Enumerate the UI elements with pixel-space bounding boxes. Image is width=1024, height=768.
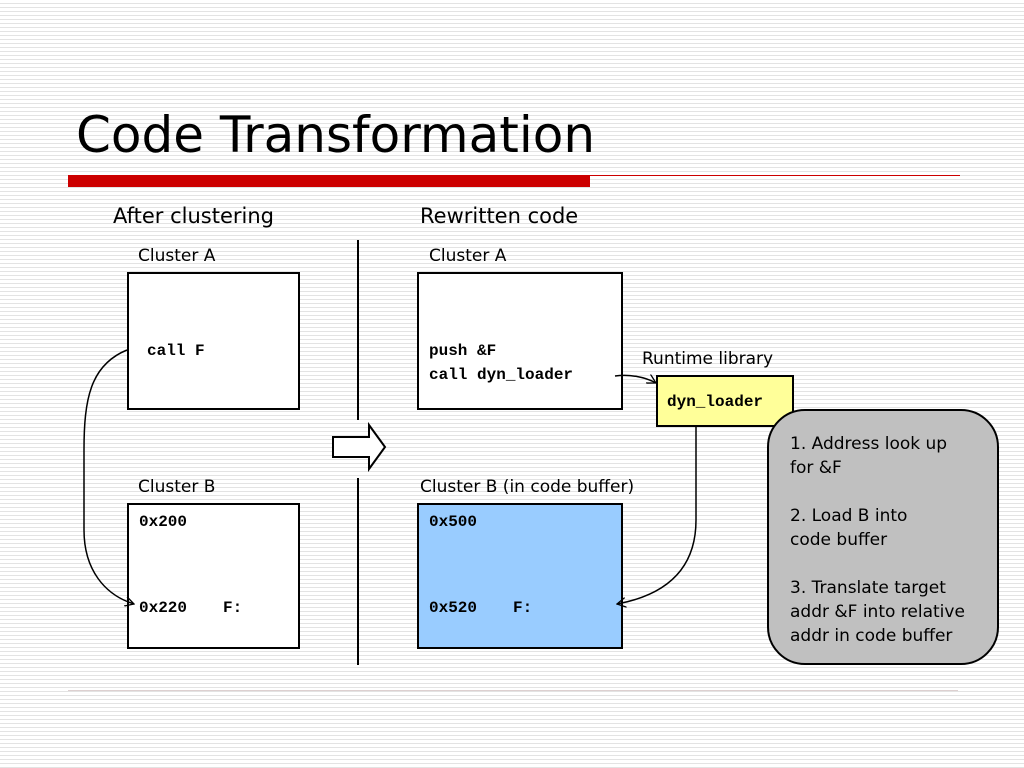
right-addr-start: 0x500 <box>429 513 478 531</box>
call-f-code: call F <box>147 342 205 360</box>
load-target-arrow <box>617 427 697 604</box>
left-addr-target: 0x220 <box>139 599 188 617</box>
left-cluster-a-label: Cluster A <box>138 246 216 266</box>
right-cluster-a-box: push &F call dyn_loader <box>417 272 623 410</box>
title-underline-rule <box>590 175 960 176</box>
right-addr-target: 0x520 <box>429 599 478 617</box>
push-f-code: push &F <box>429 342 497 360</box>
dyn-loader-box: dyn_loader <box>656 375 794 427</box>
transform-arrow-icon <box>332 421 387 473</box>
rewritten-code-heading: Rewritten code <box>420 204 579 228</box>
footer-rule <box>68 690 958 691</box>
left-cluster-b-box: 0x200 0x220 F: <box>127 503 300 649</box>
dyn-loader-call-arrow <box>614 375 656 383</box>
runtime-library-label: Runtime library <box>642 349 774 369</box>
steps-callout-text: 1. Address look up for &F 2. Load B into… <box>790 434 965 646</box>
call-f-arrow <box>83 349 134 604</box>
slide-title: Code Transformation <box>76 106 596 164</box>
after-clustering-heading: After clustering <box>113 204 274 228</box>
call-dyn-loader-code: call dyn_loader <box>429 366 574 384</box>
right-cluster-b-label: Cluster B (in code buffer) <box>420 477 635 497</box>
left-addr-start: 0x200 <box>139 513 188 531</box>
right-cluster-a-label: Cluster A <box>429 246 507 266</box>
right-cluster-b-box: 0x500 0x520 F: <box>417 503 623 649</box>
right-target-label: F: <box>513 599 533 617</box>
dyn-loader-code: dyn_loader <box>667 393 764 411</box>
title-underline-bar <box>68 175 590 187</box>
left-target-label: F: <box>223 599 243 617</box>
steps-callout <box>767 409 999 665</box>
left-cluster-b-label: Cluster B <box>138 477 216 497</box>
left-cluster-a-box: call F <box>127 272 300 410</box>
